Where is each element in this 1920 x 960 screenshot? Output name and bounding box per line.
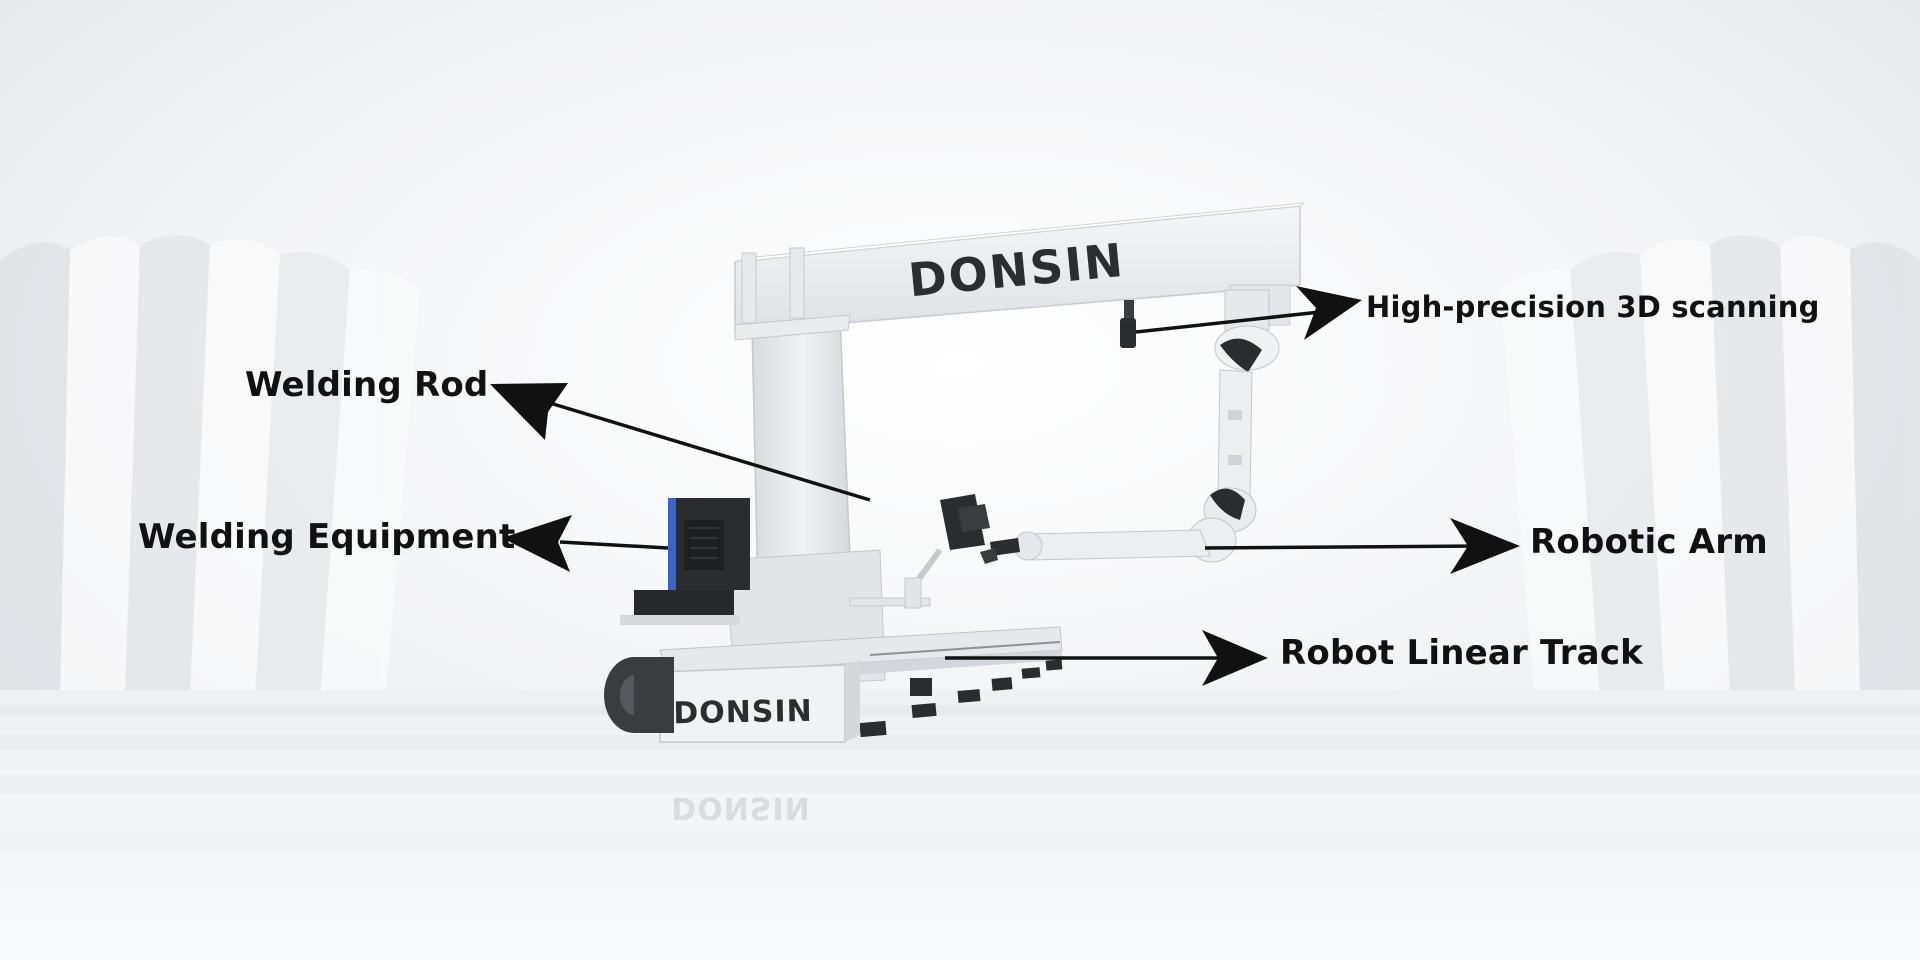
arrowhead-linear-track bbox=[1202, 630, 1268, 686]
label-linear-track: Robot Linear Track bbox=[1280, 633, 1643, 673]
arrow-welding-equipment bbox=[559, 540, 669, 550]
left-arches bbox=[0, 235, 420, 700]
label-welding-equipment: Welding Equipment bbox=[138, 517, 516, 557]
gantry-welding-robot: DONSIN DONSIN DONSIN bbox=[604, 202, 1306, 825]
arrowhead-robotic-arm bbox=[1450, 518, 1520, 574]
arrow-scanning bbox=[1135, 310, 1321, 334]
floor-reflections bbox=[0, 705, 1920, 852]
arrowhead-scanning bbox=[1296, 286, 1362, 340]
base-logo: DONSIN bbox=[673, 694, 813, 731]
label-welding-rod: Welding Rod bbox=[245, 365, 489, 405]
arrowhead-welding-equipment bbox=[502, 515, 572, 572]
arrow-robotic-arm bbox=[1204, 544, 1481, 550]
wrist-camera bbox=[849, 494, 990, 609]
floor bbox=[0, 690, 1920, 960]
robotic-arm bbox=[980, 289, 1280, 564]
arrow-welding-rod bbox=[539, 398, 871, 502]
callout-arrows bbox=[490, 286, 1520, 686]
right-arches bbox=[1500, 235, 1920, 700]
arrowhead-welding-rod bbox=[490, 383, 568, 440]
scanner-unit bbox=[1120, 300, 1136, 348]
base-carriage bbox=[604, 657, 860, 743]
label-3d-scanning: High-precision 3D scanning bbox=[1366, 290, 1820, 324]
reflection-logo: DONSIN bbox=[671, 790, 810, 825]
label-robotic-arm: Robotic Arm bbox=[1530, 522, 1768, 562]
welding-equipment-unit bbox=[620, 498, 750, 625]
